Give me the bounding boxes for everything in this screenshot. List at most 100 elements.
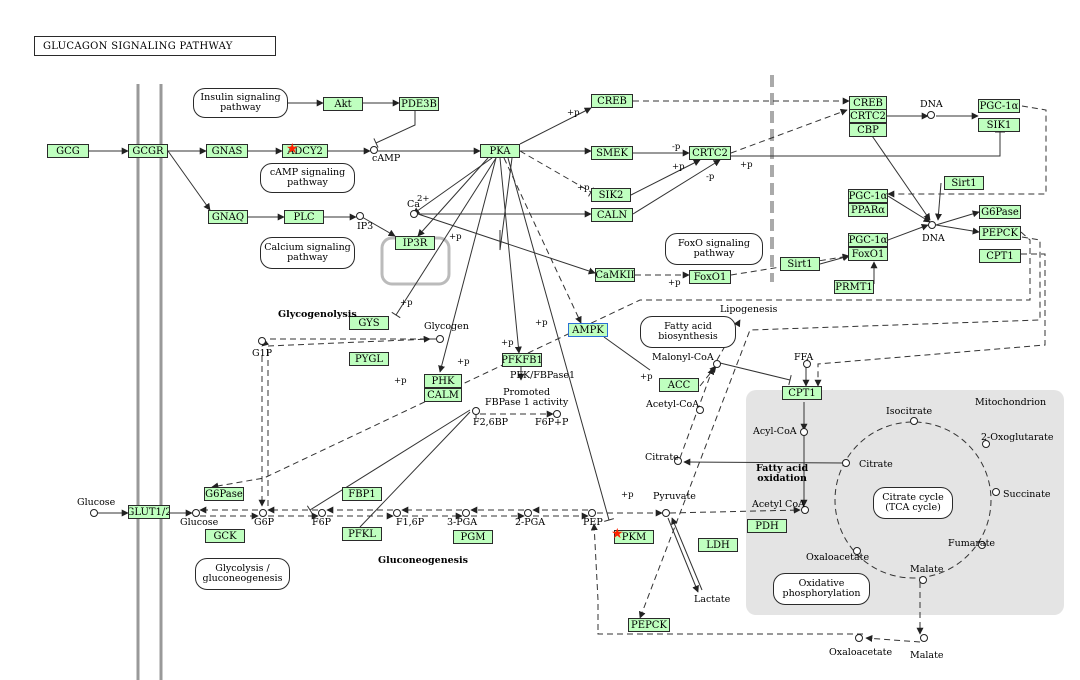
label-malate-b: Malate [910,650,944,661]
label-glucose-out: Glucose [77,497,116,508]
gene-gnas[interactable]: GNAS [206,144,248,158]
gene-pgc1a-mid[interactable]: PGC-1α [848,189,888,203]
compound-node-24 [259,509,267,517]
gene-pgc1a-top[interactable]: PGC-1α [978,99,1020,113]
label-lipogenesis: Lipogenesis [720,304,778,315]
pathway-link-glycolysis[interactable]: Glycolysis / gluconeogenesis [195,558,290,590]
gene-sik1[interactable]: SIK1 [978,118,1020,132]
pathway-link-camp[interactable]: cAMP signaling pathway [260,163,355,193]
edge-80 [667,517,699,593]
gene-pfkfb1[interactable]: PFKFB1 [502,353,542,367]
gene-prmt1[interactable]: PRMT1 [834,280,874,294]
gene-pfkl[interactable]: PFKL [342,527,382,541]
gene-gcgr[interactable]: GCGR [128,144,168,158]
phospho-label-10: +p [501,338,514,348]
label-isocitrate: Isocitrate [886,406,933,417]
label-gluconeogenesis: Gluconeogenesis [378,555,468,566]
phospho-label-3: +p [672,162,685,172]
pathway-link-foxo[interactable]: FoxO signaling pathway [665,233,763,265]
compound-node-8 [553,410,561,418]
edge-21 [730,108,848,154]
gene-creb-r[interactable]: CREB [849,96,887,110]
edge-43 [503,157,582,324]
compound-node-3 [927,111,935,119]
label-acylcoa: Acyl-CoA [753,426,797,437]
tca-cycle-ring [834,421,992,579]
inhibit-bar-49 [788,375,792,385]
gene-crtc2[interactable]: CRTC2 [689,146,731,160]
edge-47 [603,336,651,371]
edge-55 [683,458,846,466]
gene-sirt1-low[interactable]: Sirt1 [780,257,820,271]
gene-ampk[interactable]: AMPK [568,323,608,337]
gene-ip3r[interactable]: IP3R [395,236,435,250]
gene-ldh[interactable]: LDH [698,538,738,552]
gene-cbp[interactable]: CBP [849,123,887,137]
gene-pde3b[interactable]: PDE3B [399,97,439,111]
gene-pepck-b[interactable]: PEPCK [628,618,670,632]
gene-gcg[interactable]: GCG [47,144,89,158]
gene-camkii[interactable]: CaMKII [595,268,635,282]
gene-gck[interactable]: GCK [205,529,245,543]
phospho-label-4: -p [706,172,715,182]
edge-63 [359,411,471,528]
label-promoted: Promoted FBPase 1 activity [485,387,569,408]
gene-pkm[interactable]: PKM [614,530,654,544]
compound-node-0 [370,146,378,154]
label-dna2: DNA [922,233,945,244]
pathway-link-tca[interactable]: Citrate cycle (TCA cycle) [873,487,953,519]
label-camp: cAMP [372,153,401,164]
gene-creb[interactable]: CREB [591,94,633,108]
gene-crtc2-r[interactable]: CRTC2 [849,109,887,123]
gene-acc[interactable]: ACC [659,378,699,392]
gene-pygl[interactable]: PYGL [349,352,389,366]
label-glycogen: Glycogen [424,321,469,332]
gene-smek[interactable]: SMEK [591,146,633,160]
gene-fbp1[interactable]: FBP1 [342,487,382,501]
edge-54 [679,367,715,459]
compound-node-32 [920,634,928,642]
edge-8 [167,150,211,211]
gene-sik2[interactable]: SIK2 [591,188,631,202]
compound-node-7 [472,407,480,415]
gene-pgm[interactable]: PGM [453,530,493,544]
phospho-label-5: +p [740,160,753,170]
gene-gnaq[interactable]: GNAQ [208,210,248,224]
edge-35 [935,182,942,221]
pathway-link-insulin[interactable]: Insulin signaling pathway [193,88,288,118]
gene-ppara[interactable]: PPARα [848,203,888,217]
gene-caln[interactable]: CALN [591,208,633,222]
pathway-link-calcium[interactable]: Calcium signaling pathway [260,237,355,269]
label-f6p-p: F6P+P [535,417,569,428]
gene-foxo1-r[interactable]: FoxO1 [848,247,888,261]
gene-pgc1a-low[interactable]: PGC-1α [848,233,888,247]
gene-phk[interactable]: PHK [424,374,462,388]
gene-g6pase-l[interactable]: G6Pase [204,487,244,501]
pathway-link-oxphos[interactable]: Oxidative phosphorylation [773,573,870,605]
phospho-label-6: +p [449,232,462,242]
gene-pka[interactable]: PKA [480,144,520,158]
gene-akt[interactable]: Akt [323,97,363,111]
gene-glut1-2[interactable]: GLUT1/2 [128,505,170,519]
gene-cpt1-m[interactable]: CPT1 [782,386,822,400]
label-lactate: Lactate [694,594,731,605]
label-glycogenolysis: Glycogenolysis [278,309,357,320]
gene-pdh[interactable]: PDH [747,519,787,533]
gene-g6pase-r[interactable]: G6Pase [979,205,1021,219]
pathway-link-fatty-acid[interactable]: Fatty acid biosynthesis [640,316,736,348]
compound-node-22 [90,509,98,517]
gene-calm[interactable]: CALM [424,388,462,402]
gene-sirt1-top[interactable]: Sirt1 [944,176,984,190]
gene-pepck-r[interactable]: PEPCK [979,226,1021,240]
gene-plc[interactable]: PLC [284,210,324,224]
label-citrate-l: Citrate [645,452,679,463]
edge-22 [731,132,1001,157]
gene-adcy2[interactable]: ADCY2 [282,144,328,158]
gene-foxo1[interactable]: FoxO1 [689,270,731,284]
label-pga2: 2-PGA [515,517,546,528]
compound-node-6 [258,337,266,345]
phospho-label-14: +p [621,490,634,500]
label-acetylcoa: Acetyl-CoA [646,399,700,410]
gene-gys[interactable]: GYS [349,316,389,330]
gene-cpt1-r[interactable]: CPT1 [979,249,1021,263]
